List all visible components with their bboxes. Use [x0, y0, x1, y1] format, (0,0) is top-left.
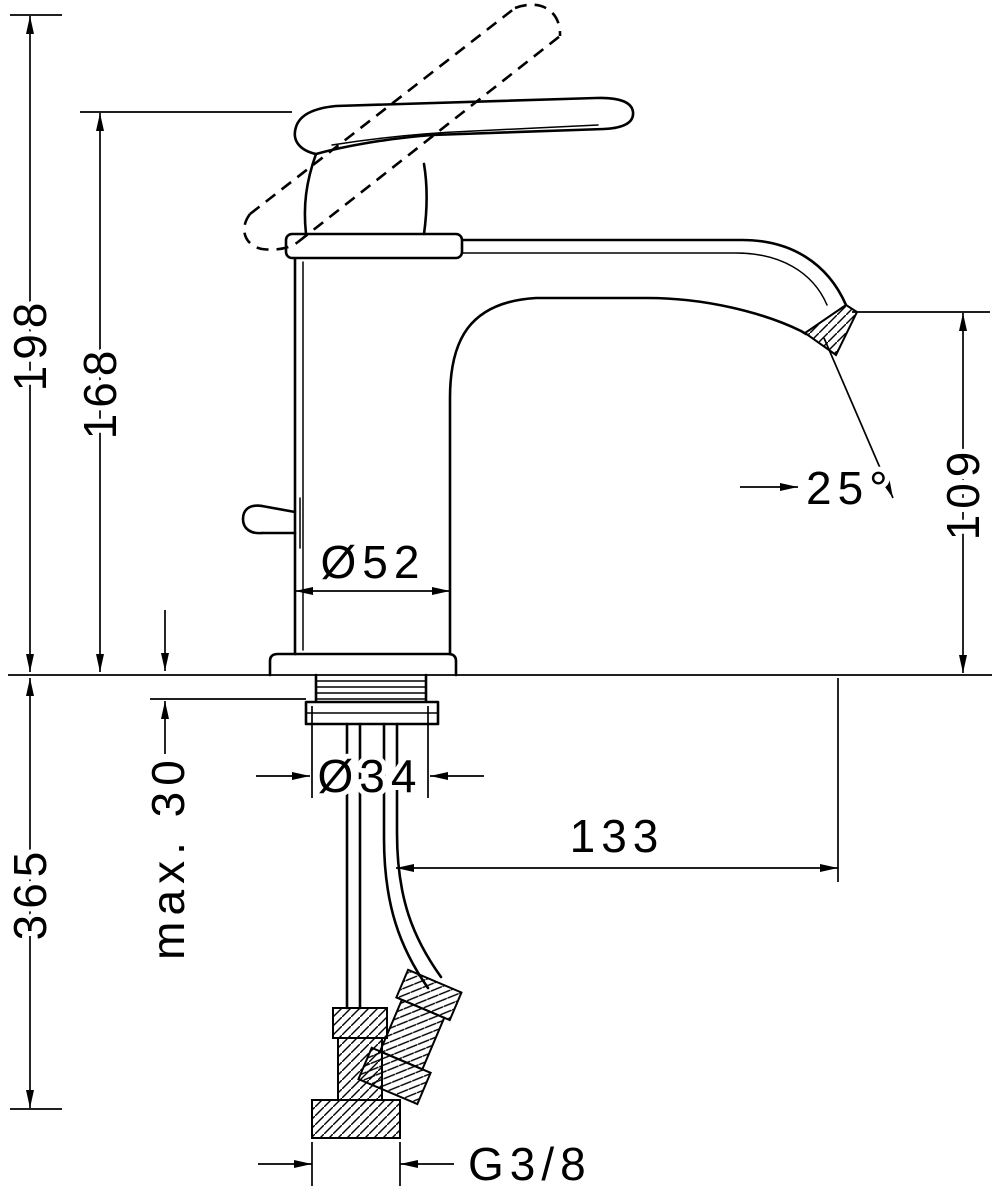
faucet-outline — [241, 3, 859, 1139]
popup-rod — [241, 497, 301, 549]
supply-hose-curved — [382, 722, 443, 990]
supply-hose-straight — [345, 722, 362, 1010]
hose-connector-curved — [357, 968, 463, 1106]
label-spray-angle: 25° — [806, 462, 894, 514]
handle-lever-raised-dashed — [243, 3, 562, 251]
hose-connector-straight — [311, 1007, 401, 1139]
dimension-body-height: 168 — [69, 111, 292, 672]
dimension-spray-angle: 25° — [740, 337, 894, 519]
dimension-base-diameter: Ø52 — [295, 531, 450, 595]
faucet-spout-top — [460, 238, 848, 307]
handle-neck-right — [422, 162, 428, 236]
faucet-body-spout-underside — [448, 296, 808, 656]
faucet-cap — [284, 232, 464, 260]
handle-neck-left — [303, 152, 318, 236]
threaded-shank — [314, 673, 428, 704]
dimension-hole-diameter: Ø34 — [256, 706, 484, 807]
faucet-spout-top-inner — [461, 252, 828, 306]
label-body-height: 168 — [74, 345, 126, 440]
dimension-thread: G3/8 — [258, 1133, 592, 1195]
label-spout-reach: 133 — [570, 810, 665, 862]
label-spout-height: 109 — [937, 446, 989, 541]
dimension-mounting-thickness: max. 30 — [137, 610, 306, 965]
faucet-aerator — [803, 303, 859, 357]
dimension-spout-reach: 133 — [396, 678, 839, 882]
label-mounting-thickness: max. 30 — [142, 754, 194, 960]
faucet-deck — [268, 652, 458, 677]
dimension-spout-height: 109 — [852, 311, 994, 673]
label-hose-length: 365 — [4, 846, 56, 941]
label-thread: G3/8 — [468, 1138, 592, 1190]
dimension-total-height: 198 — [0, 14, 62, 672]
mounting-nut — [304, 700, 440, 726]
label-base-diameter: Ø52 — [321, 536, 426, 588]
label-total-height: 198 — [4, 297, 56, 392]
label-hole-diameter: Ø34 — [318, 750, 423, 802]
handle-lever-crease — [331, 124, 599, 146]
dimension-hose-length: 365 — [0, 678, 62, 1110]
